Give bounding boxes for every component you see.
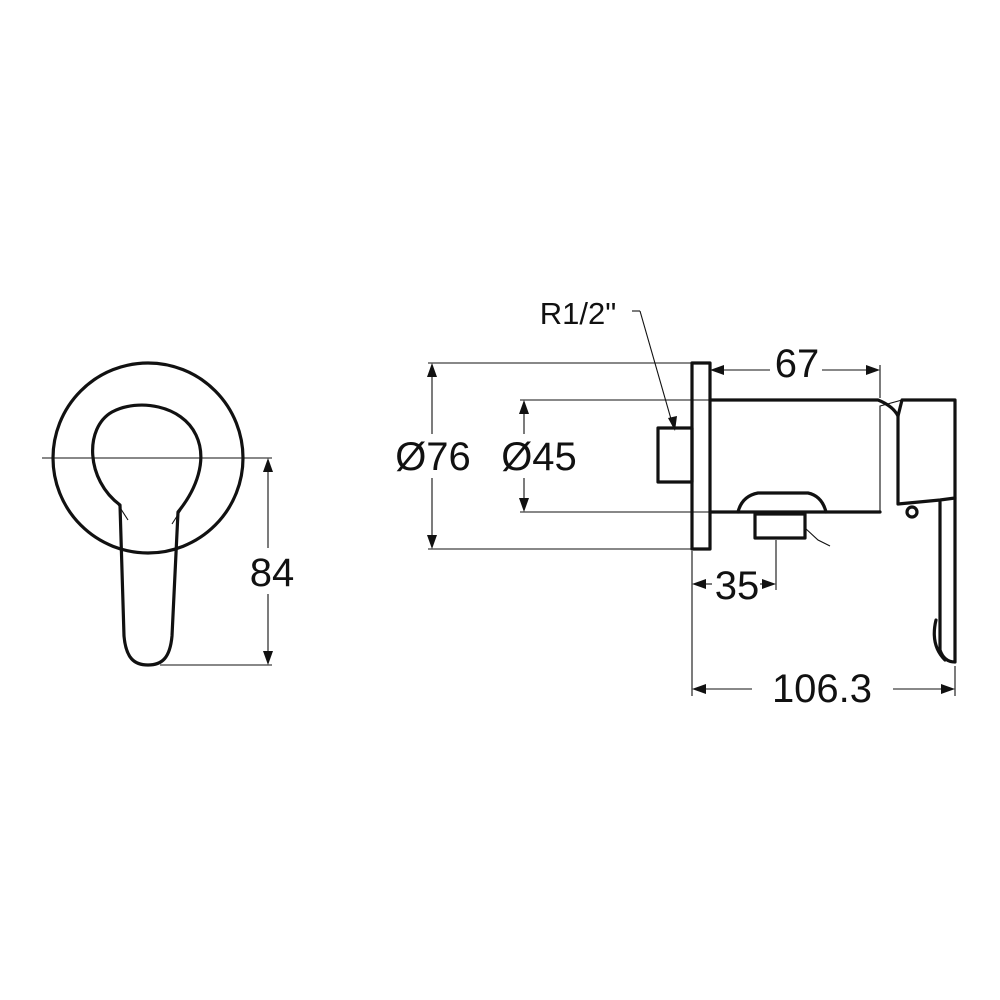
side-dimensions: Ø76 Ø45 R1/2" 67 35 106.3 xyxy=(386,296,956,711)
side-handle-block-edge xyxy=(879,399,903,512)
front-lever-detail-right xyxy=(171,509,182,525)
dim67-arrow-left xyxy=(710,365,724,375)
dia45-label: Ø45 xyxy=(501,435,577,479)
side-thread-connector xyxy=(656,426,694,484)
side-view xyxy=(656,361,957,664)
dia76-arrow-bottom xyxy=(427,535,437,549)
side-outlet-elbow xyxy=(736,491,828,514)
thread-callout-label: R1/2" xyxy=(540,296,617,331)
side-wall-plate xyxy=(690,361,712,551)
thread-callout-leader-diagonal xyxy=(639,310,674,427)
front-view: 84 xyxy=(42,361,298,667)
dia76-label-bg xyxy=(386,434,482,478)
front-height-label: 84 xyxy=(250,551,295,595)
side-outlet-nut xyxy=(753,512,807,540)
dim35-arrow-left xyxy=(692,579,706,589)
thread-callout-arrow xyxy=(668,416,677,431)
dia76-arrow-top xyxy=(427,363,437,377)
dim35-label: 35 xyxy=(715,564,760,608)
side-screw-detail xyxy=(905,505,919,519)
dim67-label: 67 xyxy=(775,342,820,386)
dia76-label: Ø76 xyxy=(395,435,471,479)
side-handle-block xyxy=(896,398,957,506)
front-lever-handle xyxy=(91,403,203,667)
dim106-label: 106.3 xyxy=(772,667,872,711)
dia45-label-bg xyxy=(490,434,588,478)
dim106-arrow-right xyxy=(941,684,955,694)
dim67-arrow-right xyxy=(866,365,880,375)
side-lever-tip xyxy=(932,618,947,662)
side-valve-body xyxy=(708,398,900,514)
dia45-arrow-top xyxy=(519,400,529,414)
dia45-arrow-bottom xyxy=(519,498,529,512)
front-lever-detail-left xyxy=(116,502,129,521)
side-outlet-stub xyxy=(804,527,831,547)
front-height-arrow-bottom xyxy=(263,651,273,665)
front-height-label-bg xyxy=(242,548,298,594)
dim35-arrow-right xyxy=(762,579,776,589)
side-lever xyxy=(938,496,957,664)
dim106-arrow-left xyxy=(692,684,706,694)
front-height-arrow-top xyxy=(263,458,273,472)
